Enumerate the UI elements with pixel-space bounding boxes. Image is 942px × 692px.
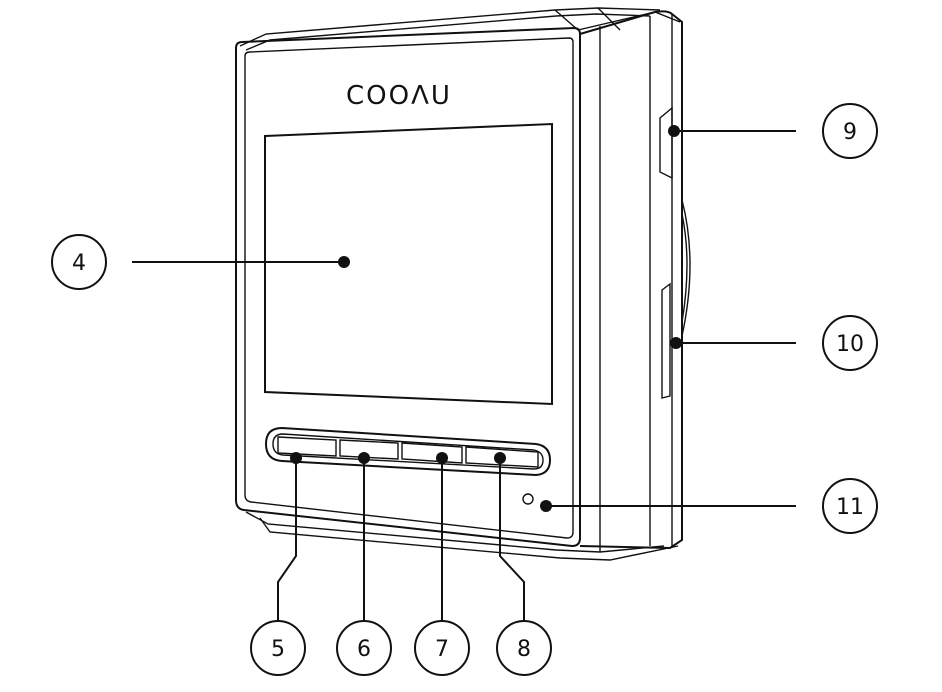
callout-9-circle xyxy=(822,103,878,159)
callout-11-label: 11 xyxy=(836,495,864,520)
callout-4-circle xyxy=(51,234,107,290)
leader-8 xyxy=(499,458,525,622)
device-top-ridge xyxy=(554,7,621,31)
front-panel-inner xyxy=(244,37,574,539)
display-screen xyxy=(264,122,553,406)
callout-8-circle xyxy=(496,620,552,676)
callout-9: 9 xyxy=(822,103,878,159)
callout-7-label: 7 xyxy=(435,637,449,662)
button-4[interactable] xyxy=(465,446,539,468)
device-right-side-inner xyxy=(599,14,673,552)
button-bar-inner xyxy=(272,433,544,470)
device-right-side xyxy=(579,10,683,550)
callout-8: 8 xyxy=(496,620,552,676)
callout-5: 5 xyxy=(250,620,306,676)
leader-10-dot xyxy=(670,337,682,349)
callout-10-circle xyxy=(822,315,878,371)
leader-9-dot xyxy=(668,125,680,137)
leader-8-dot xyxy=(494,452,506,464)
callout-4: 4 xyxy=(51,234,107,290)
dashcam-device: COOΛU xyxy=(235,7,691,561)
callouts: 4 5 6 7 8 9 10 11 xyxy=(51,103,878,676)
front-panel-outer xyxy=(235,26,581,548)
device-bottom-bevel-outer xyxy=(259,517,679,561)
leader-7-dot xyxy=(436,452,448,464)
callout-6-circle xyxy=(336,620,392,676)
side-card-slot xyxy=(661,282,671,399)
side-mount-bulge xyxy=(681,199,691,337)
button-3[interactable] xyxy=(401,442,463,464)
callout-10: 10 xyxy=(822,315,878,371)
callout-11-circle xyxy=(822,478,878,534)
button-bar-outer xyxy=(264,426,552,477)
side-port-upper xyxy=(659,106,673,180)
callout-11: 11 xyxy=(822,478,878,534)
device-top-bevel-inner xyxy=(245,13,651,51)
indicator-led xyxy=(522,493,534,505)
leader-5-dot xyxy=(290,452,302,464)
callout-6: 6 xyxy=(336,620,392,676)
leader-4-dot xyxy=(338,256,350,268)
leader-5 xyxy=(277,458,297,622)
button-1[interactable] xyxy=(277,436,337,457)
callout-10-label: 10 xyxy=(836,332,864,357)
callout-4-label: 4 xyxy=(72,251,86,276)
brand-logo: COOΛU xyxy=(346,81,452,111)
side-mount-bulge-inner xyxy=(681,213,688,323)
callout-7-circle xyxy=(414,620,470,676)
leader-11-dot xyxy=(540,500,552,512)
button-2[interactable] xyxy=(339,439,399,460)
leader-lines xyxy=(132,125,796,622)
callout-6-label: 6 xyxy=(357,637,371,662)
callout-5-label: 5 xyxy=(271,637,285,662)
callout-5-circle xyxy=(250,620,306,676)
callout-9-label: 9 xyxy=(843,120,857,145)
button-bar xyxy=(264,426,552,477)
callout-7: 7 xyxy=(414,620,470,676)
leader-6-dot xyxy=(358,452,370,464)
callout-8-label: 8 xyxy=(517,637,531,662)
